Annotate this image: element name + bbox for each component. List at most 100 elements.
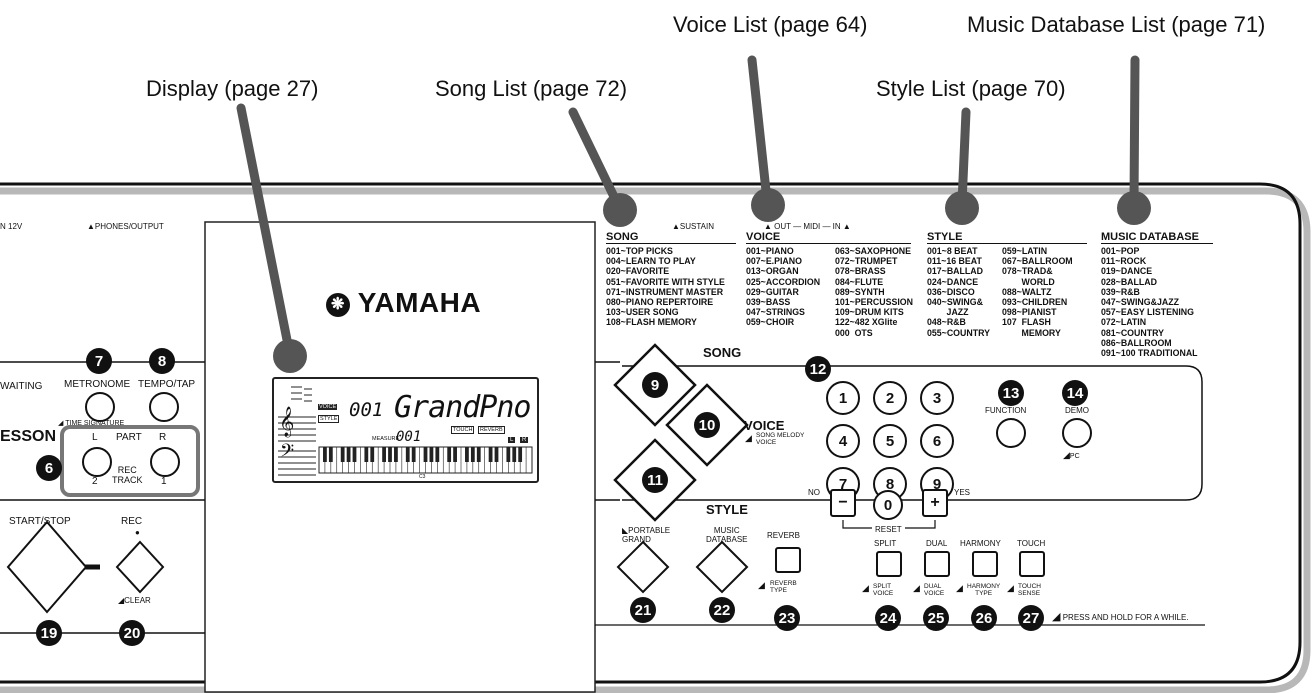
numpad-5[interactable]: 5 (873, 424, 907, 458)
badge-23: 23 (774, 605, 800, 631)
voice-list-col2: 063~SAXOPHONE 072~TRUMPET 078~BRASS 084~… (835, 246, 913, 338)
lcd-black-key (323, 447, 327, 462)
start-stop-button[interactable] (8, 522, 86, 612)
lcd-c3-label: C3 (419, 474, 426, 480)
harmony-button[interactable] (972, 551, 998, 577)
badge-12: 12 (805, 356, 831, 382)
lcd-black-key (488, 447, 493, 462)
plus-yes-button[interactable]: + (922, 489, 948, 517)
harmony-type-icon: ◢ (956, 583, 963, 594)
press-hold-icon: ◢ (745, 433, 752, 443)
dc-in-label: N 12V (0, 222, 23, 231)
reverb-button[interactable] (775, 547, 801, 573)
lesson-label: ESSON (0, 428, 57, 445)
press-hold-icon: ◢ (1007, 583, 1014, 593)
harmony-label: HARMONY (960, 539, 1001, 548)
rec-dot-icon: ● (135, 528, 140, 537)
tempo-tap-button[interactable] (149, 392, 179, 422)
reset-label: RESET (872, 525, 905, 534)
dual-button[interactable] (924, 551, 950, 577)
rec-button[interactable] (117, 542, 163, 592)
badge-14: 14 (1062, 380, 1088, 406)
lcd-black-key (346, 447, 351, 462)
music-db-items: 001~POP 011~ROCK 019~DANCE 028~BALLAD 03… (1101, 246, 1198, 359)
rec-track-label: REC TRACK (112, 465, 143, 485)
song-button-label: SONG (703, 345, 742, 360)
touch-sense-icon: ◢ (1007, 583, 1014, 594)
lcd-black-key (512, 447, 517, 462)
press-hold-icon: ◢ (758, 580, 765, 590)
style-list-col1: 001~8 BEAT 011~16 BEAT 017~BALLAD 024~DA… (927, 246, 990, 338)
music-database-label: MUSIC DATABASE (706, 526, 748, 544)
lcd-black-key (388, 447, 392, 462)
waiting-label: WAITING (0, 381, 43, 392)
split-button[interactable] (876, 551, 902, 577)
lcd-voice-name: GrandPno (394, 390, 531, 425)
split-voice-icon: ◢ (862, 583, 869, 594)
badge-13: 13 (998, 380, 1024, 406)
press-hold-icon: ◢ (1052, 611, 1061, 623)
numpad-3[interactable]: 3 (920, 381, 954, 415)
callout-display: Display (page 27) (146, 76, 319, 101)
sustain-label: ▲SUSTAIN (672, 222, 714, 231)
minus-no-button[interactable]: − (830, 489, 856, 517)
style-button-label: STYLE (706, 502, 748, 517)
lcd-black-key (465, 447, 469, 462)
voice-list-col1: 001~PIANO 007~E.PIANO 013~ORGAN 025~ACCO… (746, 246, 821, 328)
touch-button[interactable] (1019, 551, 1045, 577)
reverb-type-icon: ◢ (758, 580, 765, 591)
numpad-0[interactable]: 0 (873, 490, 903, 520)
lcd-black-key (494, 447, 499, 462)
lcd-black-key (364, 447, 369, 462)
style-list-col2: 059~LATIN 067~BALLROOM 078~TRAD& WORLD 0… (1002, 246, 1073, 338)
time-signature-hint: ◢ TIME SIGNATURE (58, 420, 125, 427)
lcd-measure-number: 001 (396, 429, 422, 445)
bass-clef-icon: 𝄢 (280, 441, 295, 466)
music-database-button[interactable] (697, 542, 747, 592)
part-r-button[interactable] (150, 447, 180, 477)
voice-list-heading: VOICE (746, 231, 911, 244)
demo-button[interactable] (1062, 418, 1092, 448)
function-button[interactable] (996, 418, 1026, 448)
lcd-black-key (370, 447, 375, 462)
part-label: PART (116, 432, 142, 443)
portable-grand-label: ◣PORTABLE GRAND (622, 526, 671, 544)
track-2-label: 2 (92, 476, 98, 487)
callout-voice-list: Voice List (page 64) (673, 12, 868, 37)
badge-6: 6 (36, 455, 62, 481)
voice-button-label: VOICE (744, 418, 785, 433)
demo-label: DEMO (1065, 406, 1089, 415)
numpad-2[interactable]: 2 (873, 381, 907, 415)
track-1-label: 1 (161, 476, 167, 487)
piano-icon: ◣ (622, 526, 629, 535)
numpad-1[interactable]: 1 (826, 381, 860, 415)
part-l-button[interactable] (82, 447, 112, 477)
badge-22: 22 (709, 597, 735, 623)
demo-pc-hint: ◢PC (1063, 450, 1080, 460)
function-label: FUNCTION (985, 406, 1027, 415)
part-l-label: L (92, 432, 98, 443)
portable-grand-button[interactable] (618, 542, 668, 592)
song-melody-voice-hint: ◢ (745, 433, 752, 444)
lcd-black-key (328, 447, 333, 462)
clear-hint: ◢CLEAR (118, 596, 151, 605)
lcd-black-key (435, 447, 440, 462)
harmony-type-label: HARMONY TYPE (967, 583, 1001, 597)
tempo-tap-label: TEMPO/TAP (138, 379, 196, 390)
phones-label: ▲PHONES/OUTPUT (87, 222, 164, 231)
numpad-4[interactable]: 4 (826, 424, 860, 458)
style-list-heading: STYLE (927, 231, 1087, 244)
touch-sense-label: TOUCH SENSE (1018, 583, 1041, 597)
lcd-display: 𝄞 𝄢 VOICE STYLE 001 GrandPno TOUCH REVER… (272, 377, 539, 483)
press-hold-icon: ◢ (862, 583, 869, 593)
badge-24: 24 (875, 605, 901, 631)
lcd-black-key (405, 447, 410, 462)
numpad-6[interactable]: 6 (920, 424, 954, 458)
song-melody-voice-label: SONG MELODY VOICE (756, 432, 805, 446)
lcd-black-key (394, 447, 398, 462)
metronome-button[interactable] (85, 392, 115, 422)
lcd-r-tag: R (520, 437, 529, 443)
part-r-label: R (159, 432, 167, 443)
lcd-style-tag: STYLE (318, 415, 340, 423)
